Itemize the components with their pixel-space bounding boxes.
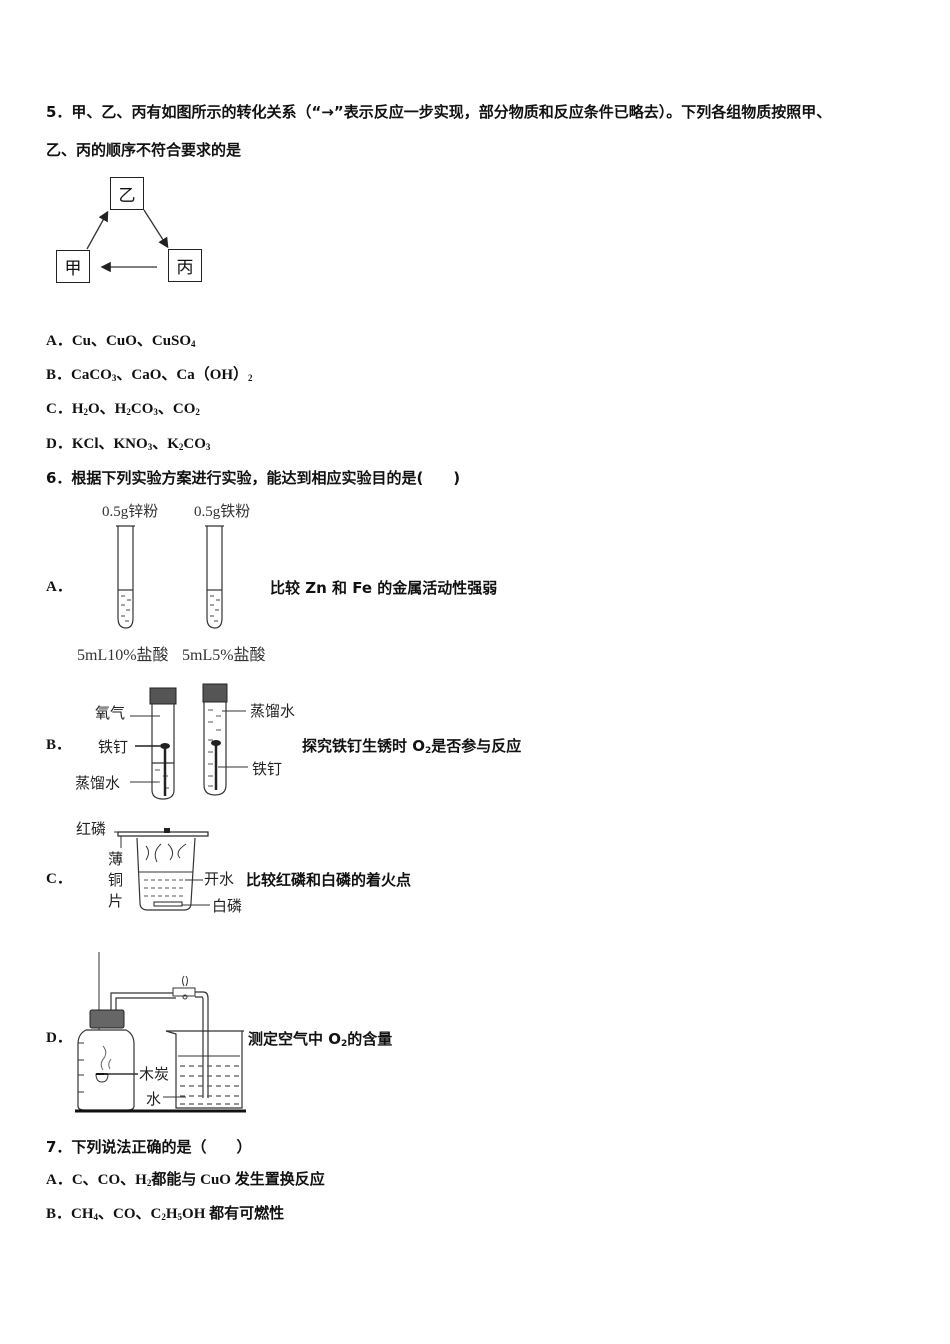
q5-stem-line2: 乙、丙的顺序不符合要求的是	[46, 141, 242, 159]
q7-option-a[interactable]: A．C、CO、H2都能与 CuO 发生置换反应	[46, 1172, 325, 1188]
tube2-top-label: 0.5g铁粉	[194, 504, 251, 520]
q6-option-d-label[interactable]: D．	[46, 1030, 72, 1046]
ignition-point-illustration	[114, 828, 210, 911]
q5-option-d[interactable]: D．KCl、KNO3、K2CO3	[46, 436, 211, 452]
q6-option-a-label[interactable]: A．	[46, 579, 72, 595]
q6-option-b-purpose: 探究铁钉生锈时 O2是否参与反应	[302, 737, 522, 756]
tube1-bottom-label: 5mL10%盐酸	[77, 647, 169, 664]
oxygen-content-apparatus	[75, 952, 246, 1113]
test-tubes-a-illustration	[116, 525, 224, 629]
q5-option-c[interactable]: C．H2O、H2CO3、CO2	[46, 401, 200, 417]
rust-experiment-illustration	[130, 683, 248, 800]
tube2-bottom-label: 5mL5%盐酸	[182, 647, 266, 664]
q6-option-b-label[interactable]: B．	[46, 737, 72, 753]
copper-sheet-label: 薄 铜 片	[108, 850, 124, 910]
tube1-top-label: 0.5g锌粉	[102, 504, 159, 520]
water-left-label: 蒸馏水	[75, 774, 121, 792]
diagram-arrows	[86, 209, 169, 273]
water-label: 水	[146, 1090, 162, 1108]
node-bing: 丙	[168, 249, 202, 282]
node-yi: 乙	[110, 177, 144, 210]
q7-option-b[interactable]: B．CH4、CO、C2H5OH 都有可燃性	[46, 1206, 285, 1222]
oxygen-label: 氧气	[95, 704, 126, 722]
q5-stem-line1: 5．甲、乙、丙有如图所示的转化关系（“→”表示反应一步实现，部分物质和反应条件已…	[46, 103, 832, 121]
hot-water-label: 开水	[204, 870, 235, 888]
node-jia: 甲	[56, 250, 90, 283]
q6-option-c-purpose: 比较红磷和白磷的着火点	[246, 871, 412, 889]
nail-right-label: 铁钉	[252, 760, 283, 778]
white-phosphorus-label: 白磷	[212, 897, 243, 915]
q6-stem: 6．根据下列实验方案进行实验，能达到相应实验目的是( )	[46, 469, 461, 487]
q5-option-a[interactable]: A．Cu、CuO、CuSO4	[46, 333, 196, 349]
q6-option-d-purpose: 测定空气中 O2的含量	[248, 1030, 393, 1049]
nail-left-label: 铁钉	[98, 738, 129, 756]
red-phosphorus-label: 红磷	[76, 820, 107, 838]
charcoal-label: 木炭	[139, 1065, 170, 1083]
water-right-label: 蒸馏水	[250, 702, 296, 720]
q5-option-b[interactable]: B．CaCO3、CaO、Ca（OH）2	[46, 367, 253, 383]
q6-option-a-purpose: 比较 Zn 和 Fe 的金属活动性强弱	[270, 579, 498, 597]
q6-option-c-label[interactable]: C．	[46, 871, 72, 887]
q7-stem: 7．下列说法正确的是（ ）	[46, 1138, 252, 1156]
